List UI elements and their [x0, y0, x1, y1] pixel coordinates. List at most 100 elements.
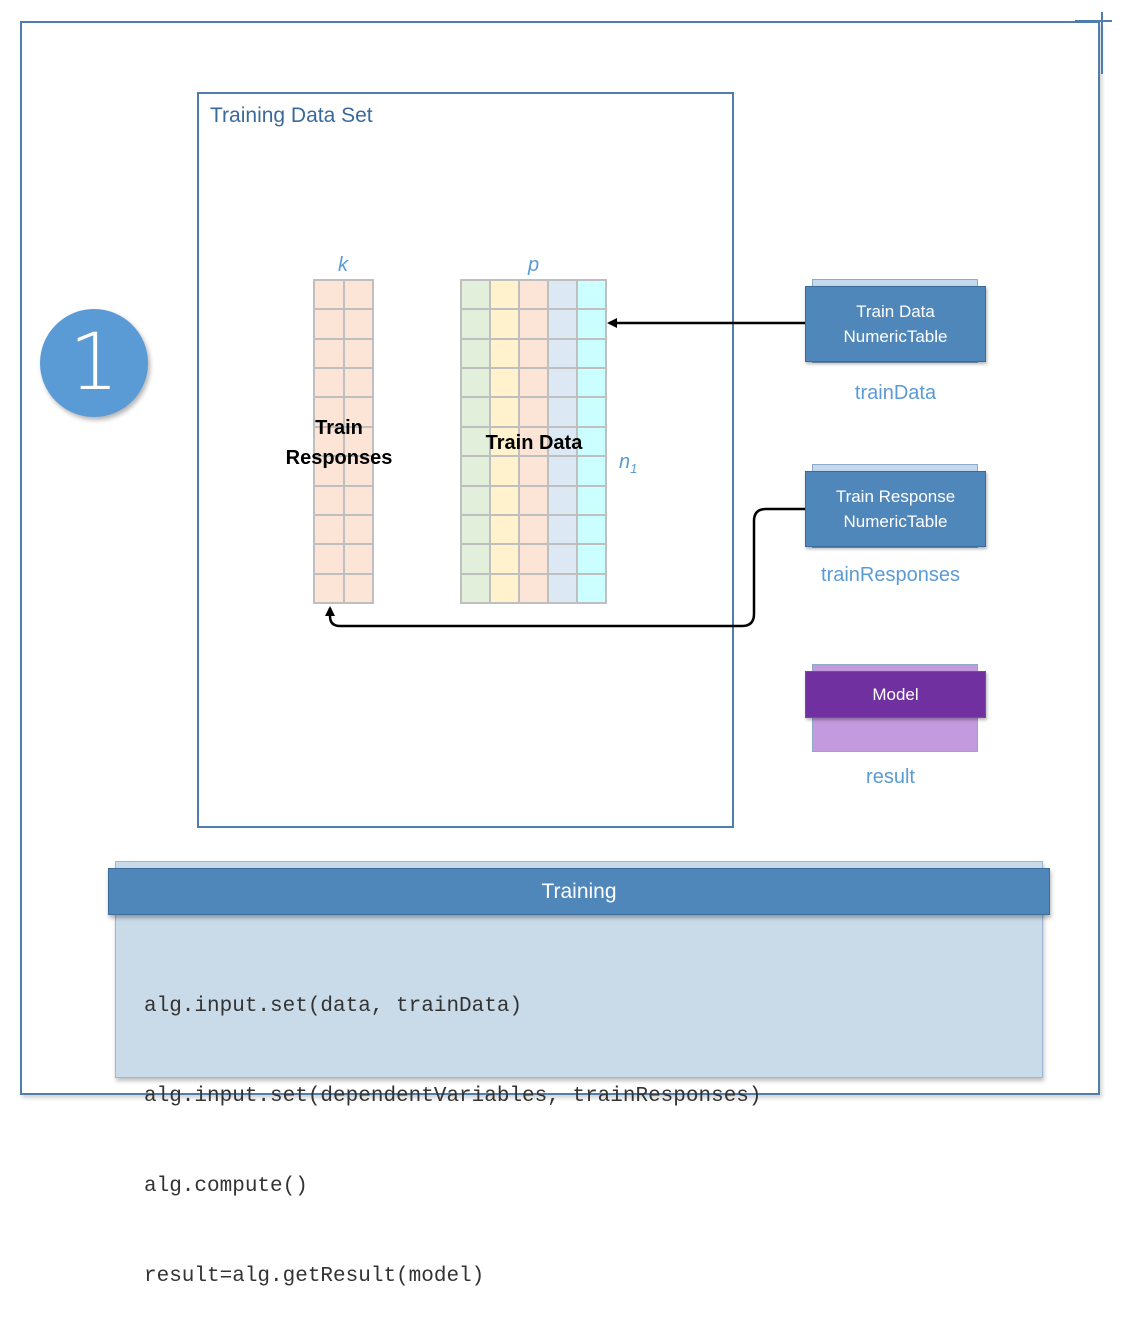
training-dataset-title: Training Data Set	[210, 104, 373, 127]
code-line: alg.compute()	[144, 1175, 308, 1198]
train-data-var-label: trainData	[854, 382, 937, 404]
grid-cell	[577, 485, 606, 515]
train-responses-label: Train Responses	[270, 413, 408, 473]
grid-cell	[314, 426, 344, 457]
grid-cell	[314, 485, 344, 515]
grid-cell	[548, 544, 577, 574]
grid-cell	[490, 280, 519, 310]
data-rows-label-n1: n1	[619, 451, 637, 476]
grid-cell	[519, 485, 548, 515]
grid-cell	[461, 397, 490, 427]
train-responses-var-label: trainResponses	[821, 564, 960, 586]
grid-cell	[548, 485, 577, 515]
grid-cell	[548, 280, 577, 310]
grid-cell	[577, 426, 606, 457]
grid-cell	[461, 338, 490, 369]
grid-cell	[548, 514, 577, 545]
grid-cell	[548, 368, 577, 398]
grid-cell	[343, 368, 373, 398]
code-line: alg.input.set(data, trainData)	[144, 995, 523, 1018]
grid-cell	[461, 280, 490, 310]
train-responses-label-line1: Train	[315, 417, 363, 439]
grid-cell	[490, 397, 519, 427]
grid-cell	[519, 338, 548, 369]
table-front-layer: Train Data NumericTable	[805, 286, 986, 362]
training-code-block: alg.input.set(data, trainData) alg.input…	[144, 932, 762, 1322]
grid-cell	[577, 397, 606, 427]
grid-cell	[490, 514, 519, 545]
code-line: result=alg.getResult(model)	[144, 1265, 485, 1288]
grid-cell	[519, 573, 548, 603]
grid-cell	[490, 544, 519, 574]
grid-cell	[490, 309, 519, 339]
table-title-line1: Train Response	[835, 487, 956, 506]
grid-cell	[343, 309, 373, 339]
grid-cell	[314, 456, 344, 486]
grid-cell	[343, 544, 373, 574]
grid-cell	[314, 280, 344, 310]
train-responses-label-line2: Responses	[285, 447, 393, 469]
grid-cell	[461, 456, 490, 486]
grid-cell	[490, 368, 519, 398]
code-line: alg.input.set(dependentVariables, trainR…	[144, 1085, 762, 1108]
step-number-badge: 1	[40, 309, 148, 417]
corner-mark-horizontal	[1075, 20, 1112, 22]
data-dim-label-p: p	[528, 254, 540, 276]
grid-cell	[577, 309, 606, 339]
grid-cell	[314, 544, 344, 574]
grid-cell	[343, 280, 373, 310]
grid-cell	[548, 309, 577, 339]
grid-cell	[519, 368, 548, 398]
grid-cell	[519, 280, 548, 310]
grid-cell	[490, 456, 519, 486]
grid-cell	[461, 573, 490, 603]
grid-cell	[519, 544, 548, 574]
table-title-line2: NumericTable	[843, 512, 948, 531]
grid-cell	[461, 544, 490, 574]
grid-cell	[343, 338, 373, 369]
grid-cell	[314, 309, 344, 339]
outer-frame	[20, 21, 1100, 1095]
grid-cell	[577, 338, 606, 369]
grid-cell	[548, 426, 577, 457]
grid-cell	[519, 397, 548, 427]
grid-cell	[343, 514, 373, 545]
grid-cell	[490, 426, 519, 457]
grid-cell	[490, 573, 519, 603]
grid-cell	[314, 338, 344, 369]
grid-cell	[314, 514, 344, 545]
grid-cell	[577, 456, 606, 486]
grid-cell	[461, 514, 490, 545]
grid-cell	[577, 368, 606, 398]
grid-cell	[343, 573, 373, 603]
grid-cell	[519, 426, 548, 457]
grid-cell	[577, 573, 606, 603]
grid-cell	[343, 485, 373, 515]
grid-cell	[577, 280, 606, 310]
grid-cell	[519, 514, 548, 545]
training-header: Training	[108, 868, 1050, 915]
grid-cell	[343, 456, 373, 486]
table-title-line1: Model	[872, 685, 919, 704]
grid-cell	[490, 338, 519, 369]
responses-dim-label-k: k	[338, 254, 348, 276]
rows-label-subscript: 1	[630, 461, 638, 476]
grid-cell	[577, 514, 606, 545]
grid-cell	[343, 426, 373, 457]
grid-cell	[343, 397, 373, 427]
grid-cell	[461, 485, 490, 515]
grid-cell	[548, 573, 577, 603]
grid-cell	[490, 485, 519, 515]
grid-cell	[461, 368, 490, 398]
training-dataset-box	[197, 92, 734, 828]
grid-cell	[519, 456, 548, 486]
grid-cell	[461, 426, 490, 457]
grid-cell	[314, 368, 344, 398]
grid-cell	[548, 338, 577, 369]
table-title-line1: Train Data	[856, 302, 935, 321]
grid-cell	[519, 309, 548, 339]
table-front-layer: Model	[805, 671, 986, 718]
grid-cell	[577, 544, 606, 574]
rows-label-n: n	[619, 451, 631, 473]
grid-cell	[314, 397, 344, 427]
